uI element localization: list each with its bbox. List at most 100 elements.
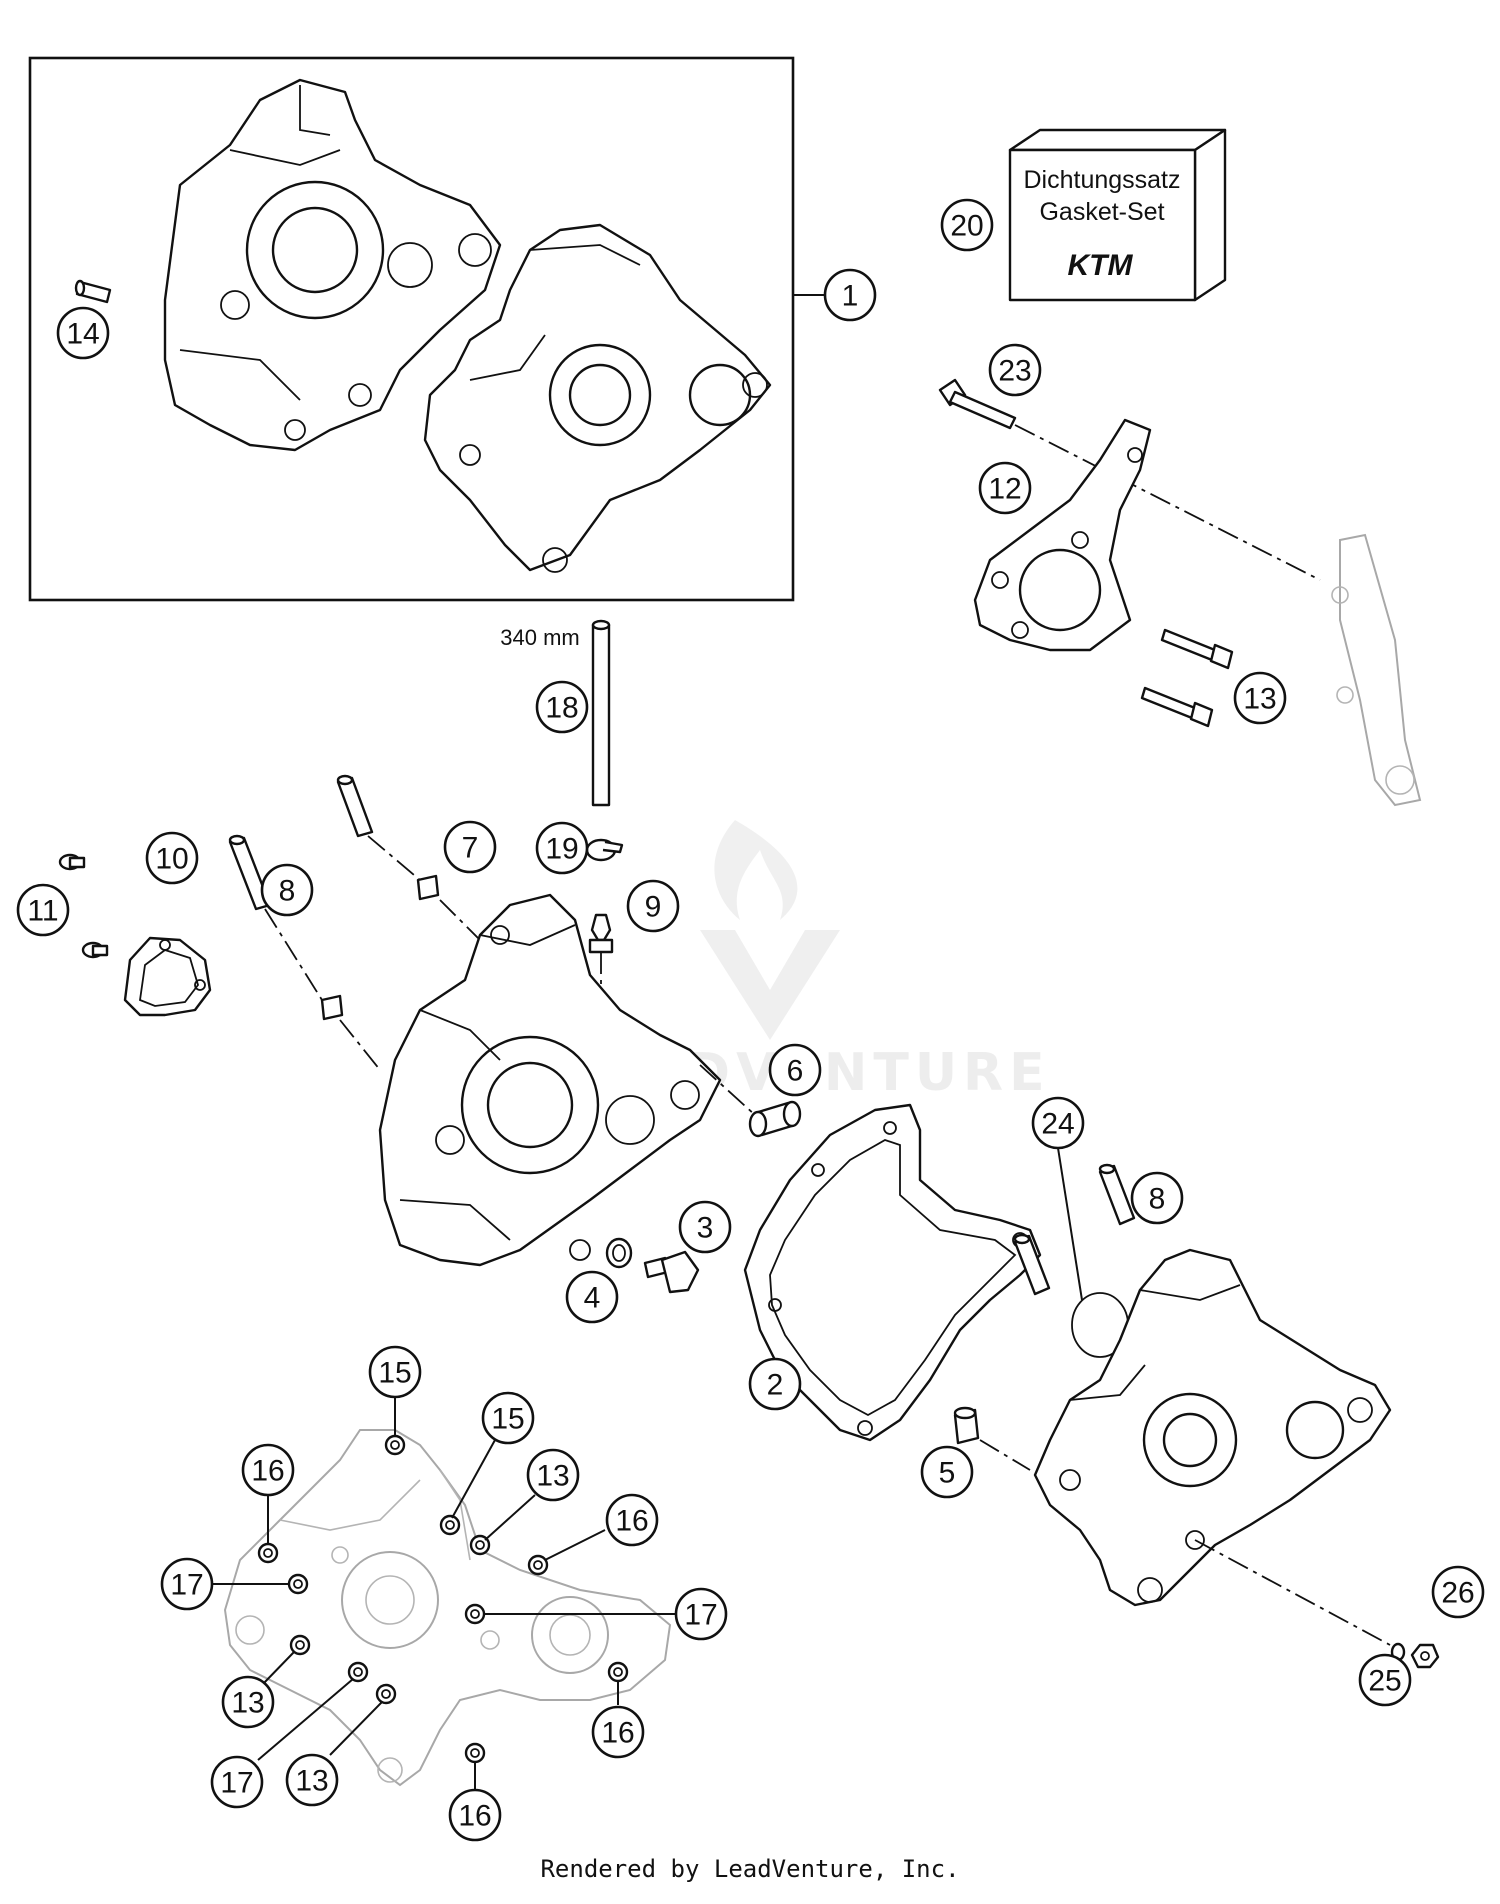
callout-15-b: 15	[481, 1391, 535, 1445]
dowel-sleeve-5	[953, 1406, 980, 1445]
breather-nipple-9	[588, 913, 614, 954]
callout-3: 3	[678, 1200, 732, 1254]
bolt-marker-13a	[469, 1534, 491, 1556]
svg-text:19: 19	[545, 833, 578, 866]
bolt-positions	[257, 1434, 629, 1764]
cover-part-12	[973, 418, 1152, 652]
crankcase-half-left-in-frame	[163, 78, 502, 452]
bolt-marker-16d	[464, 1742, 486, 1764]
gasket-set-box: Dichtungssatz Gasket-Set KTM	[1008, 128, 1227, 302]
bolts-13-top	[1140, 628, 1234, 728]
callout-5: 5	[920, 1445, 974, 1499]
svg-text:23: 23	[998, 355, 1031, 388]
bolt-marker-16a	[257, 1542, 279, 1564]
callout-17-b: 17	[674, 1587, 728, 1641]
cover-plate-10	[123, 936, 212, 1017]
callout-16-b: 16	[605, 1493, 659, 1547]
svg-text:7: 7	[462, 832, 479, 865]
callouts: 1 14 20 23 12 13 18 7 19 10 11 8 9 6 24 …	[16, 198, 1485, 1842]
callout-16-c: 16	[591, 1705, 645, 1759]
svg-text:4: 4	[584, 1282, 601, 1315]
callout-13-a: 13	[526, 1448, 580, 1502]
crankcase-half-right-main	[1033, 1248, 1392, 1607]
crankcase-half-right-in-frame	[423, 223, 772, 573]
callout-17-a: 17	[160, 1557, 214, 1611]
svg-text:16: 16	[458, 1800, 491, 1833]
screws-11	[58, 853, 109, 959]
dowel-pin-8-right	[1013, 1163, 1136, 1296]
bolt-marker-15a	[384, 1434, 406, 1456]
svg-text:15: 15	[491, 1403, 524, 1436]
bolt-marker-16c	[607, 1661, 629, 1683]
callout-16-d: 16	[448, 1788, 502, 1842]
svg-text:16: 16	[251, 1455, 284, 1488]
bolt-23	[938, 378, 1017, 430]
svg-text:13: 13	[1243, 683, 1276, 716]
svg-text:5: 5	[939, 1457, 956, 1490]
svg-text:1: 1	[842, 280, 859, 313]
svg-text:8: 8	[1149, 1183, 1166, 1216]
crankcase-half-left-main	[378, 893, 722, 1267]
svg-text:17: 17	[220, 1767, 253, 1800]
crankcase-ghost-bolt-pattern	[223, 1429, 672, 1787]
callout-8-right: 8	[1130, 1171, 1184, 1225]
svg-text:20: 20	[950, 210, 983, 243]
dowel-sleeve-7	[336, 774, 440, 901]
callout-13-top: 13	[1233, 671, 1287, 725]
crankcase-gasket-2	[743, 1103, 1042, 1442]
bolt-leaders	[212, 1395, 676, 1790]
svg-text:18: 18	[545, 692, 578, 725]
drain-plug-3	[643, 1250, 700, 1294]
gasket-box-brand-logo: KTM	[1068, 249, 1134, 282]
svg-text:14: 14	[66, 318, 99, 351]
callout-18: 18	[535, 680, 589, 734]
callout-4: 4	[565, 1270, 619, 1324]
svg-text:13: 13	[295, 1765, 328, 1798]
svg-text:8: 8	[279, 875, 296, 908]
callout-11: 11	[16, 883, 70, 937]
callout-25: 25	[1358, 1653, 1412, 1707]
bolt-marker-17c	[347, 1661, 369, 1683]
callout-17-c: 17	[210, 1755, 264, 1809]
dowel-sleeve-8-left	[228, 834, 344, 1021]
svg-text:25: 25	[1368, 1665, 1401, 1698]
hose-length-label: 340 mm	[500, 625, 579, 650]
svg-text:17: 17	[684, 1599, 717, 1632]
svg-text:26: 26	[1441, 1577, 1474, 1610]
callout-2: 2	[748, 1357, 802, 1411]
callout-23: 23	[988, 343, 1042, 397]
gasket-box-english-label: Gasket-Set	[1039, 198, 1164, 226]
callout-9: 9	[626, 879, 680, 933]
bolt-marker-16b	[527, 1554, 549, 1576]
sealing-washer-4	[605, 1237, 633, 1269]
nut-26	[1410, 1643, 1440, 1669]
bolt-marker-15b	[439, 1514, 461, 1536]
svg-text:6: 6	[787, 1055, 804, 1088]
footer-credit: Rendered by LeadVenture, Inc.	[540, 1855, 960, 1883]
callout-12: 12	[978, 461, 1032, 515]
callout-8-left: 8	[260, 863, 314, 917]
callout-1: 1	[823, 268, 877, 322]
svg-text:2: 2	[767, 1369, 784, 1402]
callout-19: 19	[535, 821, 589, 875]
frame-rail-ghost	[1331, 533, 1422, 807]
callout-7: 7	[443, 820, 497, 874]
bushing-6	[748, 1100, 802, 1138]
hose-18	[591, 619, 611, 807]
svg-text:16: 16	[601, 1717, 634, 1750]
bolt-marker-13c	[375, 1683, 397, 1705]
svg-text:15: 15	[378, 1357, 411, 1390]
hose-clamp-19	[585, 838, 624, 862]
gasket-box-german-label: Dichtungssatz	[1023, 166, 1180, 194]
svg-text:24: 24	[1041, 1108, 1074, 1141]
svg-text:13: 13	[231, 1687, 264, 1720]
callout-10: 10	[145, 831, 199, 885]
callout-20: 20	[940, 198, 994, 252]
bolt-marker-17b	[464, 1603, 486, 1625]
svg-text:13: 13	[536, 1460, 569, 1493]
callout-13-c: 13	[285, 1753, 339, 1807]
svg-text:3: 3	[697, 1212, 714, 1245]
svg-text:17: 17	[170, 1569, 203, 1602]
svg-text:11: 11	[27, 895, 58, 928]
